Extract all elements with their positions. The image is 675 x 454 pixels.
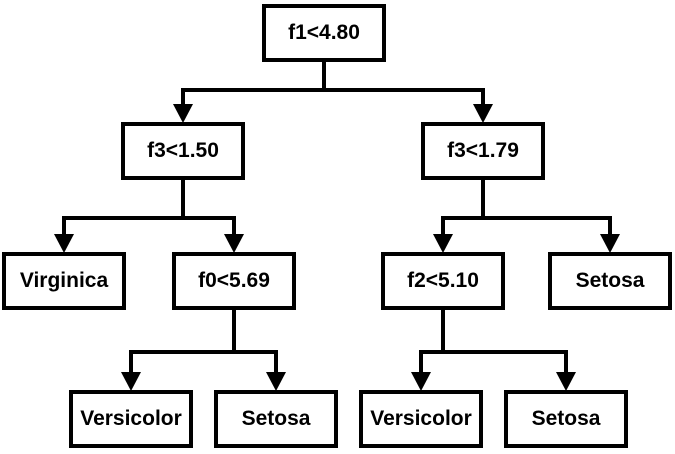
leaf-setosa-left-bottom: Setosa (214, 390, 338, 448)
leaf-setosa-right-bottom: Setosa (504, 390, 628, 448)
leaf-setosa-right: Setosa (548, 252, 672, 310)
arrowheads-f0-569-children (121, 372, 286, 391)
leaf-versicolor-right: Versicolor (359, 390, 483, 448)
arrowheads-f3-150-children (54, 234, 244, 253)
edge-f0-569-to-children (129, 308, 278, 374)
arrowheads-f3-179-children (433, 234, 620, 253)
node-f0-5-69: f0<5.69 (172, 252, 296, 310)
edge-root-to-level2 (181, 60, 485, 108)
edge-f2-510-to-children (419, 308, 568, 374)
arrowheads-level2 (173, 104, 493, 123)
node-f1-4-80: f1<4.80 (262, 4, 386, 62)
node-f3-1-50: f3<1.50 (121, 122, 245, 180)
edge-f3-150-to-children (62, 178, 236, 236)
edge-f3-179-to-children (441, 178, 612, 236)
leaf-virginica: Virginica (2, 252, 126, 310)
node-f3-1-79: f3<1.79 (421, 122, 545, 180)
leaf-versicolor-left: Versicolor (69, 390, 193, 448)
node-f2-5-10: f2<5.10 (381, 252, 505, 310)
arrowheads-f2-510-children (411, 372, 576, 391)
